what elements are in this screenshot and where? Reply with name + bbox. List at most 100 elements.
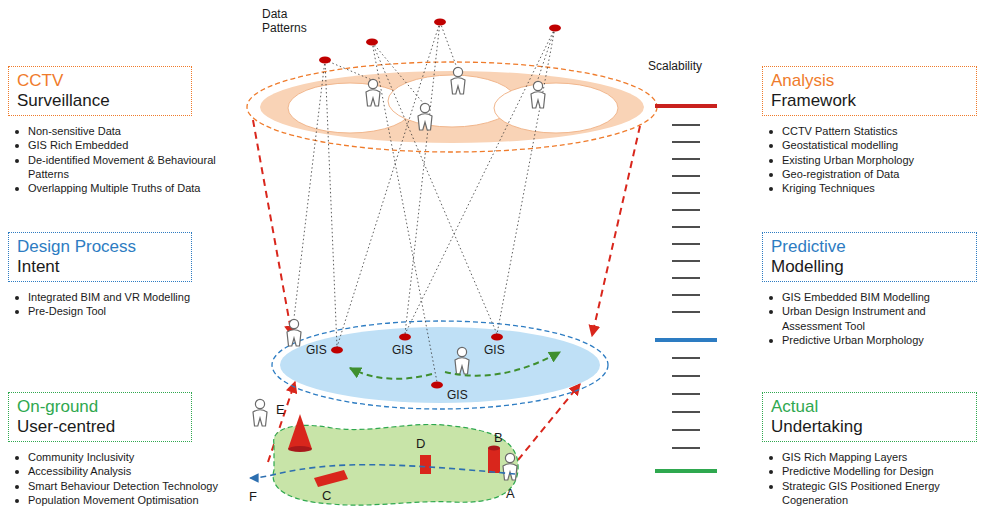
- data-patterns-label: Data Patterns: [262, 8, 320, 36]
- bullet-item: Predictive Urban Morphology: [762, 333, 977, 347]
- path-shape: [672, 393, 700, 395]
- bullet-item: Urban Design Instrument and Assessment T…: [762, 304, 977, 333]
- g-shape: [319, 19, 561, 389]
- bullet-list: Community InclusivityAccessibility Analy…: [8, 450, 240, 507]
- site-letter: A: [506, 486, 515, 501]
- rect-shape: [420, 455, 431, 474]
- use-shape: [503, 453, 517, 480]
- ellipse-shape: [366, 39, 378, 46]
- heading-accent: Actual: [771, 397, 968, 417]
- path-shape: [672, 311, 700, 313]
- heading-accent: Predictive: [771, 237, 968, 257]
- g-shape: [294, 22, 555, 382]
- site-letter: F: [249, 490, 257, 505]
- design-ellipse: GISGISGISGIS: [270, 312, 610, 412]
- heading-text: Framework: [771, 91, 968, 111]
- heading-frame: Design ProcessIntent: [8, 232, 192, 282]
- path-shape: [445, 352, 560, 376]
- bullet-item: Non-sensitive Data: [8, 124, 240, 138]
- path-shape: [372, 42, 437, 382]
- site-letter: C: [322, 488, 331, 503]
- heading-box: ActualUndertakingGIS Rich Mapping Layers…: [762, 392, 977, 507]
- path-shape: [672, 175, 700, 177]
- ellipse-shape: [331, 347, 343, 354]
- node-outline: [262, 400, 524, 510]
- use-shape: [418, 103, 432, 130]
- path-shape: [592, 126, 640, 336]
- bullet-item: Smart Behaviour Detection Technology: [8, 479, 240, 493]
- path-shape: [253, 120, 292, 336]
- ellipse-fill: [280, 327, 600, 403]
- path-shape: [672, 294, 700, 296]
- scale-label: Scalability: [648, 60, 702, 74]
- heading-accent: Analysis: [771, 71, 968, 91]
- bullet-item: Kriging Techniques: [762, 181, 977, 195]
- rect-shape: [655, 469, 717, 473]
- gis-label: GIS: [447, 388, 468, 402]
- heading-text: Intent: [17, 257, 183, 277]
- heading-frame: PredictiveModelling: [762, 232, 977, 282]
- bullet-item: Existing Urban Morphology: [762, 153, 977, 167]
- bullet-item: Integrated BIM and VR Modelling: [8, 290, 240, 304]
- path-shape: [672, 447, 700, 449]
- path-shape: [672, 124, 700, 126]
- path-shape: [372, 42, 497, 334]
- site-letter: E: [276, 402, 285, 417]
- ellipse-shape: [549, 25, 561, 32]
- site-letter: D: [416, 436, 425, 451]
- bullet-item: Overlapping Multiple Truths of Data: [8, 181, 240, 195]
- heading-accent: CCTV: [17, 71, 183, 91]
- ellipse-shape: [319, 57, 331, 64]
- path-shape: [325, 60, 372, 80]
- heading-box: CCTVSurveillanceNon-sensitive DataGIS Ri…: [8, 66, 240, 196]
- bullet-item: Population Movement Optimisation: [8, 493, 240, 507]
- heading-frame: CCTVSurveillance: [8, 66, 192, 116]
- heading-accent: Design Process: [17, 237, 183, 257]
- heading-box: PredictiveModellingGIS Embedded BIM Mode…: [762, 232, 977, 347]
- gis-label: GIS: [484, 343, 505, 357]
- path-shape: [250, 465, 515, 478]
- path-shape: [672, 158, 700, 160]
- heading-frame: On-groundUser-centred: [8, 392, 192, 442]
- node-outline: [270, 312, 610, 412]
- bullet-item: Community Inclusivity: [8, 450, 240, 464]
- heading-frame: AnalysisFramework: [762, 66, 977, 116]
- site-letter: B: [494, 430, 503, 445]
- bullet-list: Integrated BIM and VR ModellingPre-Desig…: [8, 290, 240, 319]
- path-shape: [325, 60, 337, 347]
- heading-accent: On-ground: [17, 397, 183, 417]
- path-shape: [672, 192, 700, 194]
- site-region: E D B C A: [262, 400, 524, 510]
- bullet-list: GIS Rich Mapping LayersPredictive Modell…: [762, 450, 977, 507]
- rect-shape: [488, 448, 500, 473]
- use-shape: [451, 67, 465, 94]
- path-shape: [672, 411, 700, 413]
- bullet-item: GIS Rich Mapping Layers: [762, 450, 977, 464]
- rect-shape: [655, 338, 717, 342]
- bullet-item: Geo-registration of Data: [762, 167, 977, 181]
- use-shape: [287, 319, 301, 346]
- bullet-item: GIS Embedded BIM Modelling: [762, 290, 977, 304]
- polygon-shape: [288, 414, 312, 449]
- heading-text: Surveillance: [17, 91, 183, 111]
- heading-text: User-centred: [17, 417, 183, 437]
- use-shape: [366, 79, 380, 106]
- heading-box: On-groundUser-centredCommunity Inclusivi…: [8, 392, 240, 507]
- bullet-item: GIS Rich Embedded: [8, 138, 240, 152]
- region-outline: [273, 424, 518, 505]
- ellipse-shape: [431, 382, 443, 389]
- ellipse-shape: [494, 83, 618, 133]
- polygon-shape: [314, 470, 348, 487]
- rect-shape: [655, 104, 717, 108]
- path-shape: [672, 429, 700, 431]
- path-shape: [440, 22, 457, 68]
- ellipse-shape: [491, 334, 503, 341]
- heading-text: Undertaking: [771, 417, 968, 437]
- bullet-list: GIS Embedded BIM ModellingUrban Design I…: [762, 290, 977, 347]
- bullet-list: Non-sensitive DataGIS Rich EmbeddedDe-id…: [8, 124, 240, 195]
- path-shape: [294, 60, 325, 318]
- heading-frame: ActualUndertaking: [762, 392, 977, 442]
- ellipse-shape: [288, 446, 312, 452]
- path-shape: [672, 357, 700, 359]
- bullet-list: CCTV Pattern StatisticsGeostatistical mo…: [762, 124, 977, 195]
